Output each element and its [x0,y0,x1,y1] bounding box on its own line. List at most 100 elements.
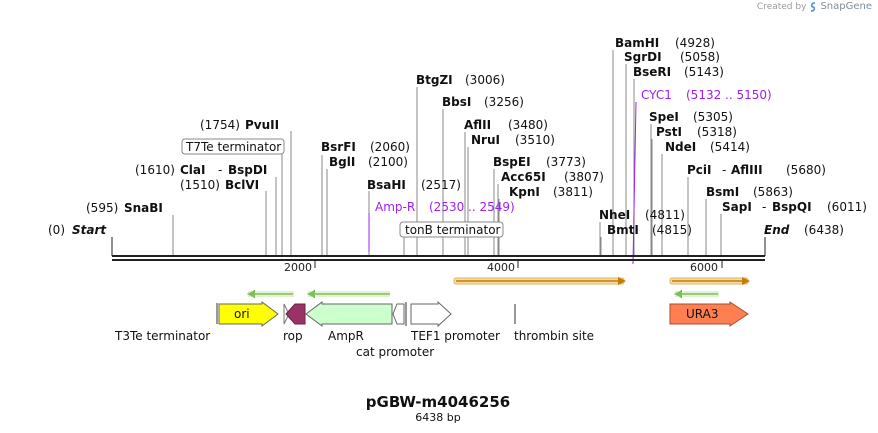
span-labels: Amp-R (2530 .. 2549) CYC1 (5132 .. 5150) [375,88,772,214]
enzyme-pos: (5414) [710,140,750,154]
enzyme-name: BmtI [607,223,639,237]
enzyme-pos: (4928) [675,36,715,50]
enzyme-name: SapI [722,200,752,214]
credit: Created by SnapGene [757,1,872,12]
enzyme-name: NdeI [665,140,696,154]
enzyme-name: BamHI [615,36,659,50]
ori-feature [218,301,279,327]
enzyme-pos: (4811) [645,208,685,222]
enzyme-name: AflIII [731,163,763,177]
t3te-terminator-label: T3Te terminator [114,329,210,343]
enzyme-name: SpeI [649,110,679,124]
tef1-promoter-feature [410,300,452,328]
ruler-tick-label: 4000 [487,261,515,274]
features: ori URA3 [216,300,749,328]
t7te-terminator-label: T7Te terminator [181,138,285,155]
enzyme-name: Acc65I [501,170,546,184]
ura3-feature-label: URA3 [686,307,718,321]
ruler-tick-label: 6000 [690,261,718,274]
feature-labels: T3Te terminator rop AmpR cat promoter TE… [114,329,594,359]
enzyme-pos: (5305) [693,110,733,124]
enzyme-pos: (5680) [786,163,826,177]
ampr-feature [305,301,393,327]
enzyme-name: BspEI [493,155,531,169]
enzyme-pos: (5058) [680,50,720,64]
svg-text:tonB terminator: tonB terminator [405,223,501,237]
enzyme-name: BspQI [772,200,812,214]
end-pos: (6438) [804,223,844,237]
svg-text:T7Te terminator: T7Te terminator [185,140,281,154]
enzyme-pos: (2517) [421,178,461,192]
enzyme-pos: (595) [86,201,118,215]
end-label: End [764,223,790,237]
ruler: 2000 4000 6000 [284,260,723,274]
ura3-feature [669,301,749,327]
credit-prefix: Created by [756,1,807,12]
amp-r-span-name: Amp-R [375,200,415,214]
backbone [112,255,765,261]
plasmid-name: pGBW-m4046256 [366,393,510,411]
enzyme-separator: - [218,163,222,177]
cyc1-span-line [632,101,637,265]
orf-ura3-reverse [674,290,719,298]
enzyme-pos: (3773) [546,155,586,169]
enzyme-pos: (3811) [553,185,593,199]
snapgene-logo-icon [811,1,816,12]
cat-promoter-label: cat promoter [356,345,434,359]
enzyme-pos: (3807) [564,170,604,184]
span-markers [368,101,637,265]
enzyme-name: SgrDI [624,50,662,64]
enzyme-name: PvuII [245,118,279,132]
enzyme-name: BsaHI [367,178,406,192]
enzyme-name: ClaI [180,163,205,177]
enzyme-name: BsmI [706,185,739,199]
enzyme-pos: (2100) [368,155,408,169]
ruler-tick-label: 2000 [284,261,312,274]
enzyme-pos: (5863) [753,185,793,199]
enzyme-pos: (5318) [697,125,737,139]
cyc1-span-range: (5132 .. 5150) [686,88,772,102]
orf-thrombin-forward [453,277,626,285]
tef1-promoter-label: TEF1 promoter [410,329,500,343]
enzyme-name: BbsI [442,95,471,109]
tonb-terminator-label: tonB terminator [399,221,504,238]
credit-brand: SnapGene [820,1,872,12]
orf-ori-reverse [247,290,294,298]
enzyme-pos: (3480) [508,118,548,132]
enzyme-name: KpnI [509,185,540,199]
orf-arrows [247,277,750,298]
enzyme-separator: - [762,200,766,214]
enzyme-name: NheI [599,208,630,222]
enzyme-pos: (2060) [370,140,410,154]
enzyme-name: SnaBI [124,201,163,215]
right-enzyme-labels: BsrFI (2060) BglI (2100) BsaHI (2517) Bt… [321,36,867,237]
amp-r-span-range: (2530 .. 2549) [429,200,515,214]
enzyme-name: BtgZI [416,73,453,87]
orf-ampr-reverse [307,290,390,298]
enzyme-pos: (6011) [827,200,867,214]
end-labels: (0) Start End (6438) [48,223,844,237]
start-label: Start [72,223,107,237]
cyc1-span-name: CYC1 [641,88,672,102]
enzyme-name: PciI [687,163,712,177]
enzyme-name: AflII [464,118,491,132]
enzyme-name: BsrFI [321,140,356,154]
left-enzyme-labels: (595) SnaBI (1510) BclVI (1610) ClaI - B… [86,118,279,215]
enzyme-pos: (3006) [465,73,505,87]
ampr-label: AmpR [328,329,364,343]
orf-ura3-forward [669,277,750,285]
ori-feature-label: ori [234,307,250,321]
rop-feature [285,303,306,325]
enzyme-pos: (4815) [652,223,692,237]
enzyme-name: BclVI [225,178,259,192]
enzyme-pos: (3256) [484,95,524,109]
enzyme-pos: (1510) [180,178,220,192]
rop-label: rop [283,329,303,343]
cat-promoter-feature [392,303,405,325]
plasmid-size: 6438 bp [415,411,460,424]
enzyme-pos: (1610) [135,163,175,177]
enzyme-name: NruI [471,133,500,147]
enzyme-separator: - [722,163,726,177]
enzyme-name: BseRI [633,65,671,79]
